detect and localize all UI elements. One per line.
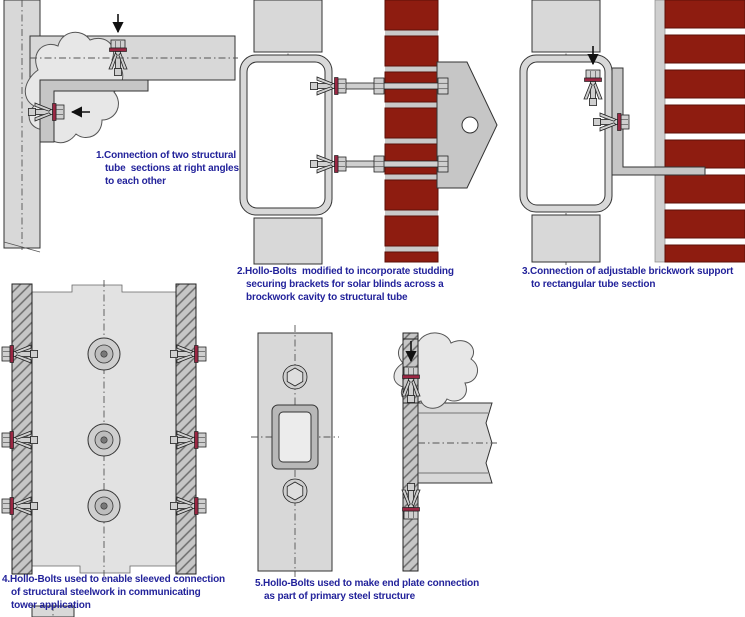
cropped-next-figure	[31, 604, 75, 617]
caption-line: 5.Hollo-Bolts used to make end plate con…	[255, 578, 480, 589]
figure-5-drawing	[251, 325, 497, 577]
studding-rod	[341, 82, 443, 90]
figure-4-caption: 4.Hollo-Bolts used to enable sleeved con…	[2, 573, 225, 612]
caption-line: 4.Hollo-Bolts used to enable sleeved con…	[2, 574, 225, 585]
nut-icon	[437, 155, 449, 173]
sleeve-end-view-icon	[87, 337, 121, 371]
caption-line: to each other	[105, 176, 166, 187]
angle-bracket	[39, 79, 149, 143]
caption-line: brockwork cavity to structural tube	[246, 292, 408, 303]
tube-lower-stub	[531, 214, 601, 263]
caption-line: 2.Hollo-Bolts modified to incorporate st…	[237, 266, 454, 277]
brick-column	[664, 0, 745, 263]
figure-2-caption: 2.Hollo-Bolts modified to incorporate st…	[237, 265, 454, 304]
figure-5-caption: 5.Hollo-Bolts used to make end plate con…	[255, 577, 479, 603]
nut-icon	[373, 77, 385, 95]
bracket-hole	[461, 116, 479, 134]
sleeve-end-view-icon	[87, 423, 121, 457]
support-angle	[611, 67, 706, 176]
caption-line: as part of primary steel structure	[264, 591, 416, 602]
studding-rod	[341, 160, 443, 168]
tube-upper-stub	[253, 0, 323, 53]
brick-column	[384, 0, 439, 263]
beam-side-view	[417, 402, 497, 484]
cavity-strip	[654, 0, 666, 263]
nut-icon	[437, 77, 449, 95]
nut-icon	[373, 155, 385, 173]
figure-1-drawing	[3, 0, 238, 253]
caption-line: 1.Connection of two structural	[96, 150, 236, 161]
caption-line: tube sections at right angles	[105, 163, 239, 174]
figure-1-caption: 1.Connection of two structural tube sect…	[96, 149, 239, 188]
caption-line: securing brackets for solar blinds acros…	[246, 279, 444, 290]
tube-wall-left	[11, 283, 33, 575]
caption-line: 3.Connection of adjustable brickwork sup…	[522, 266, 734, 277]
caption-line: to rectangular tube section	[531, 279, 656, 290]
figure-4-drawing	[1, 280, 207, 576]
figure-2-drawing	[239, 0, 498, 265]
tube-wall-right	[175, 283, 197, 575]
tube-lower-stub	[253, 217, 323, 265]
figure-3-drawing	[519, 0, 745, 265]
tube-upper-stub	[531, 0, 601, 53]
figure-3-caption: 3.Connection of adjustable brickwork sup…	[522, 265, 733, 291]
sleeve-end-view-icon	[87, 489, 121, 523]
end-plate-front-view	[251, 325, 339, 577]
rectangular-tube-section	[239, 54, 333, 216]
caption-line: tower application	[11, 600, 91, 611]
caption-line: of structural steelwork in communicating	[11, 587, 201, 598]
